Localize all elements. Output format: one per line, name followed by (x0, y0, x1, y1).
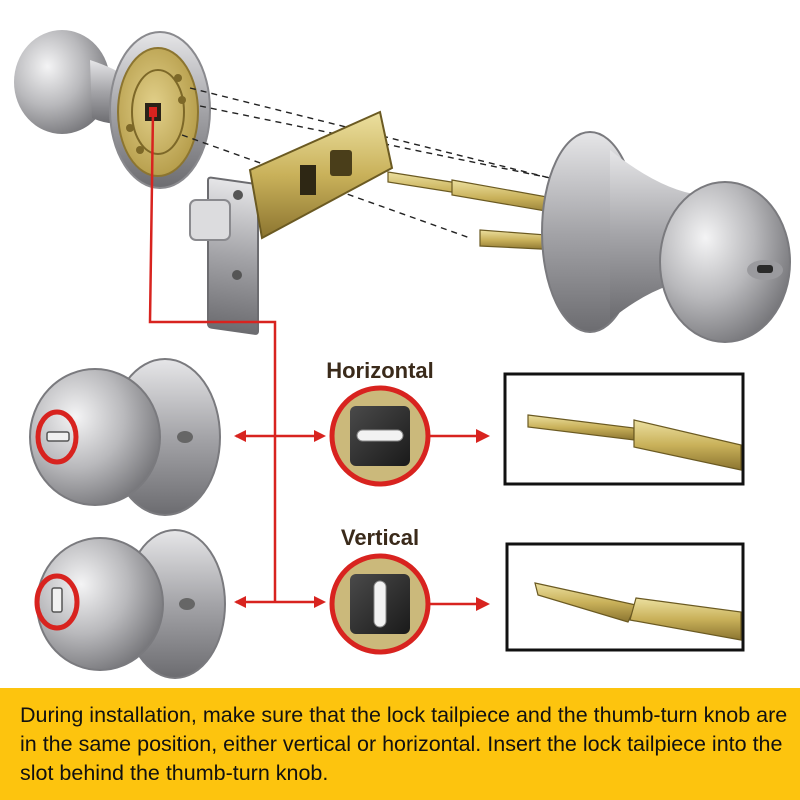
exterior-knob (541, 131, 791, 343)
slot-vertical-icon (329, 553, 431, 655)
instruction-banner: During installation, make sure that the … (0, 688, 800, 800)
orientation-label-horizontal: Horizontal (326, 358, 434, 383)
arrow-horizontal (430, 429, 490, 443)
slot-horizontal-icon (329, 385, 431, 487)
orientation-label-vertical: Vertical (340, 525, 420, 550)
arrow-vertical (430, 597, 490, 611)
brass-mounting-plate (117, 47, 199, 177)
tailpiece-rods (387, 171, 576, 251)
thumbturn-knob-horizontal (29, 358, 221, 516)
thumbturn-knob-vertical (34, 529, 226, 679)
tailpiece-detail-horizontal (503, 372, 745, 486)
alignment-guides (181, 87, 561, 239)
latch-bolt (189, 110, 394, 335)
tailpiece-detail-vertical (505, 542, 745, 652)
callout-arrowheads (234, 430, 326, 608)
instruction-text: During installation, make sure that the … (20, 703, 788, 785)
callout-connector (148, 111, 318, 604)
